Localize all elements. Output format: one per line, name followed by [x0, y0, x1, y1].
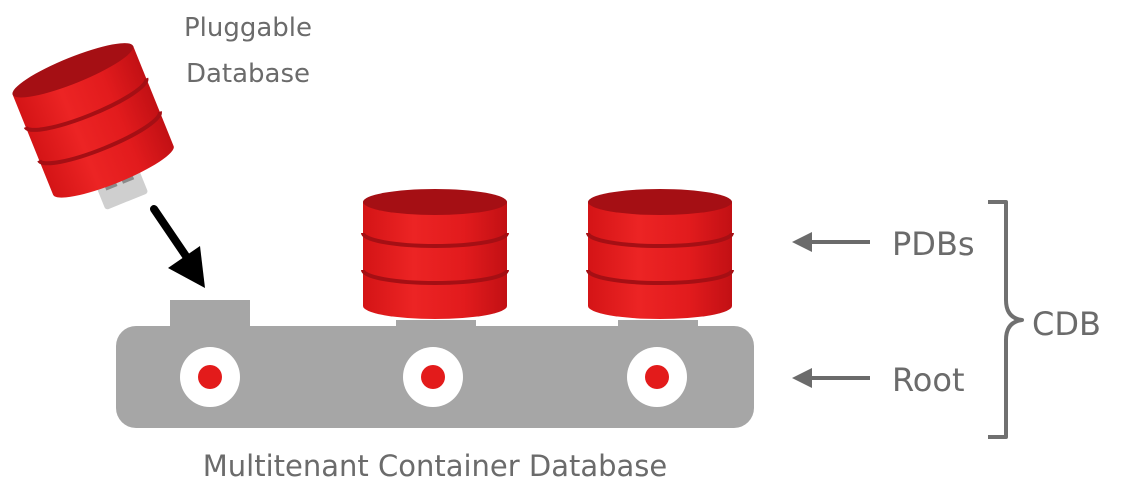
- root-wheel-2: [403, 347, 463, 407]
- cdb-label: CDB: [1032, 305, 1101, 343]
- cdb-curly-brace-icon: [988, 200, 1024, 439]
- plug-in-arrow-icon: [150, 205, 205, 288]
- root-arrow-icon: [792, 368, 870, 388]
- diagram-caption: Multitenant Container Database: [203, 449, 668, 483]
- pluggable-database-label-line1: Pluggable: [184, 13, 312, 43]
- pdb-database-2-icon: [586, 189, 734, 319]
- pdbs-arrow-icon: [792, 232, 870, 252]
- root-label: Root: [892, 361, 965, 399]
- root-wheel-1: [180, 347, 240, 407]
- pdbs-label: PDBs: [892, 225, 975, 263]
- cdb-platform: [116, 300, 754, 428]
- root-wheel-3: [627, 347, 687, 407]
- pluggable-database-icon: [12, 43, 174, 210]
- pdb-database-1-icon: [361, 189, 509, 319]
- pluggable-database-label-line2: Database: [186, 59, 310, 89]
- platform-slot-1: [170, 300, 250, 330]
